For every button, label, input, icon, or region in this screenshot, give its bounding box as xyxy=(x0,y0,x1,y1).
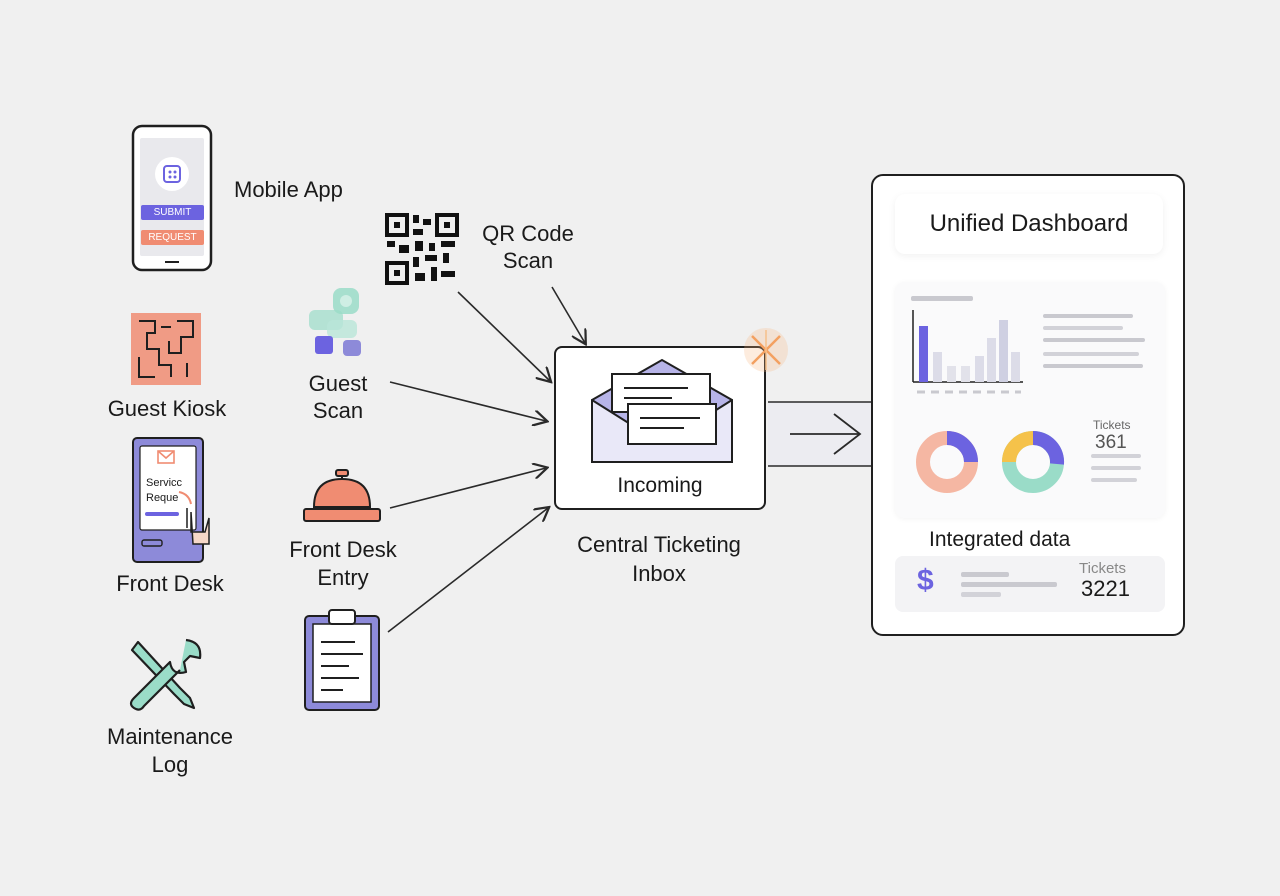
dashboard-title: Unified Dashboard xyxy=(895,194,1163,254)
dashboard-analytics-panel: Tickets 361 xyxy=(895,282,1165,518)
central-ticketing-inbox[interactable]: Incoming xyxy=(554,346,766,510)
inbox-caption-line2: Inbox xyxy=(632,561,686,586)
inbox-box-label: Incoming xyxy=(617,474,703,497)
tickets-value: 361 xyxy=(1095,432,1127,453)
qr-code-scan-label-line1: QR Code xyxy=(482,221,574,246)
front-desk-tablet-icon xyxy=(132,437,210,563)
integrated-data-label: Integrated data xyxy=(929,528,1071,551)
service-bell-icon xyxy=(303,469,381,522)
guest-scan-label-line2: Scan xyxy=(312,398,364,423)
currency-icon: $ xyxy=(917,564,934,597)
guest-kiosk-label: Guest Kiosk xyxy=(107,396,227,421)
sparkle-icon xyxy=(744,328,788,372)
guest-scan-icon xyxy=(309,288,361,356)
front-desk-label: Front Desk xyxy=(116,571,224,596)
front-desk-screen-line1: Servicc xyxy=(146,477,183,489)
maintenance-log-label-line2: Log xyxy=(151,752,189,777)
footer-tickets-value: 3221 xyxy=(1081,576,1130,601)
clipboard-icon xyxy=(304,609,380,711)
qr-code-icon xyxy=(385,213,459,285)
dashboard-footer-summary: $ Tickets 3221 xyxy=(895,556,1165,612)
request-button[interactable]: REQUEST xyxy=(141,230,204,245)
inbox-caption-line1: Central Ticketing xyxy=(577,532,741,557)
arrow-qr-to-inbox xyxy=(457,291,550,381)
arrow-to-dashboard xyxy=(790,413,862,455)
guest-scan-label-line1: Guest xyxy=(308,371,368,396)
arrow-log-to-inbox xyxy=(387,508,548,633)
wrench-screwdriver-icon xyxy=(129,638,202,711)
tickets-label: Tickets xyxy=(1093,418,1131,432)
front-desk-screen-line2: Reque xyxy=(146,492,179,504)
unified-dashboard[interactable]: Unified Dashboard xyxy=(871,174,1185,636)
envelope-icon xyxy=(591,358,733,463)
maintenance-log-label-line1: Maintenance xyxy=(107,724,233,749)
arrow-guestscan-to-inbox xyxy=(389,381,546,421)
footer-lines xyxy=(961,572,1057,597)
arrow-qrlabel-to-inbox xyxy=(551,286,585,343)
mobile-app-label: Mobile App xyxy=(234,177,343,202)
front-desk-entry-label-line1: Front Desk xyxy=(289,537,397,562)
guest-kiosk-icon xyxy=(131,313,201,385)
submit-button[interactable]: SUBMIT xyxy=(141,205,204,220)
footer-tickets-label: Tickets xyxy=(1079,560,1126,577)
arrow-frontdesk-to-inbox xyxy=(389,468,546,509)
mobile-phone-icon xyxy=(131,124,213,272)
dashboard-charts-graphic xyxy=(911,296,1145,493)
front-desk-entry-label-line2: Entry xyxy=(317,565,369,590)
qr-code-scan-label-line2: Scan xyxy=(502,248,554,273)
